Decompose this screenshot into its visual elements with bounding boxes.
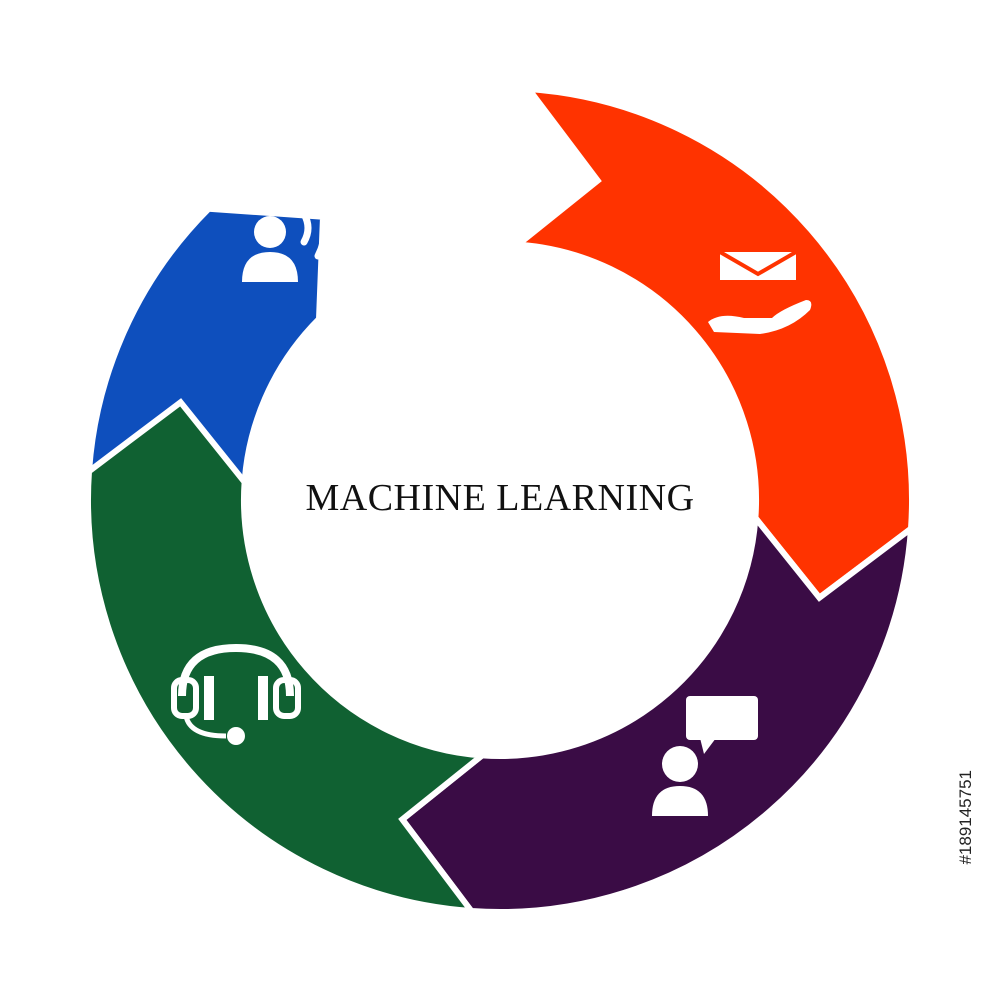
person-speaking-icon bbox=[242, 178, 355, 282]
headset-icon bbox=[171, 643, 301, 745]
cycle-segment-red bbox=[510, 85, 915, 602]
cycle-segment-green bbox=[85, 398, 490, 915]
cycle-segment-purple bbox=[398, 510, 915, 915]
stock-image-id: #189145751 bbox=[956, 770, 975, 865]
person-chat-bubble-icon bbox=[652, 696, 758, 816]
hand-envelope-icon bbox=[708, 250, 812, 334]
cycle-ring bbox=[85, 85, 915, 915]
diagram-title: MACHINE LEARNING bbox=[305, 477, 695, 519]
